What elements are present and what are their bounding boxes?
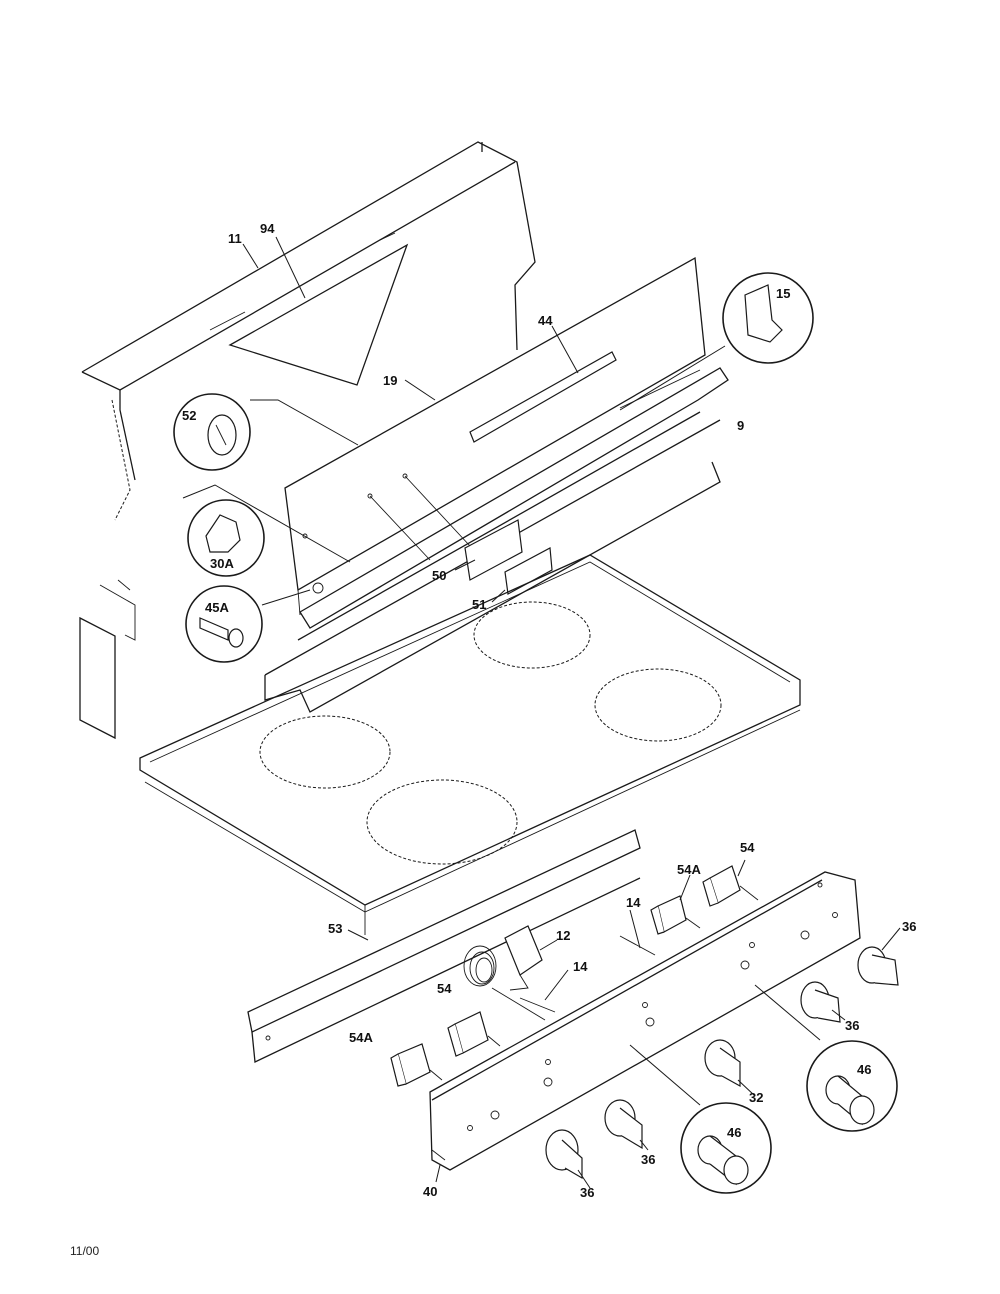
label-94: 94 [260, 221, 275, 236]
label-54a-low: 54A [349, 1030, 373, 1045]
switch-54a-top [650, 895, 701, 935]
label-40: 40 [423, 1184, 437, 1199]
label-36-b: 36 [845, 1018, 859, 1033]
callout-52 [173, 393, 251, 471]
label-32: 32 [749, 1090, 763, 1105]
knob-32 [704, 1039, 741, 1088]
label-54-top: 54 [740, 840, 755, 855]
label-50: 50 [432, 568, 446, 583]
label-9: 9 [737, 418, 744, 433]
part-labels: 11 94 15 44 19 52 9 30A 50 51 45A 54 54A… [182, 221, 916, 1200]
knob-36-right-top [857, 946, 899, 986]
switch-54a-low [390, 1043, 443, 1087]
label-30a: 30A [210, 556, 234, 571]
callout-15 [722, 272, 814, 364]
timer-assembly [463, 925, 656, 1021]
frame-rail [247, 829, 641, 1063]
switch-low [447, 1011, 501, 1057]
trim-panel [264, 256, 729, 713]
callout-45a [185, 585, 263, 663]
callout-30a [187, 499, 265, 577]
label-12: 12 [556, 928, 570, 943]
callout-46-right [806, 1040, 898, 1132]
label-51: 51 [472, 597, 486, 612]
label-15: 15 [776, 286, 790, 301]
label-14-b: 14 [573, 959, 588, 974]
label-11: 11 [228, 231, 242, 246]
callout-46-low [680, 1102, 772, 1194]
label-45a: 45A [205, 600, 229, 615]
label-14-a: 14 [626, 895, 641, 910]
label-36-a: 36 [902, 919, 916, 934]
label-53: 53 [328, 921, 342, 936]
label-46-right: 46 [857, 1062, 871, 1077]
label-54a-top: 54A [677, 862, 701, 877]
backguard-panel [79, 141, 536, 740]
cooktop [139, 554, 801, 935]
knob-36-right [800, 981, 841, 1023]
label-36-d: 36 [580, 1185, 594, 1200]
label-44: 44 [538, 313, 553, 328]
knob-36-left [545, 1129, 583, 1180]
revision-date: 11/00 [70, 1244, 100, 1258]
label-46-low: 46 [727, 1125, 741, 1140]
label-36-c: 36 [641, 1152, 655, 1167]
leader-lines [182, 236, 901, 1189]
switch-top [702, 865, 759, 907]
label-52: 52 [182, 408, 196, 423]
knob-36-mid [604, 1099, 643, 1150]
label-19: 19 [383, 373, 397, 388]
control-panel [429, 871, 861, 1171]
label-54-low: 54 [437, 981, 452, 996]
